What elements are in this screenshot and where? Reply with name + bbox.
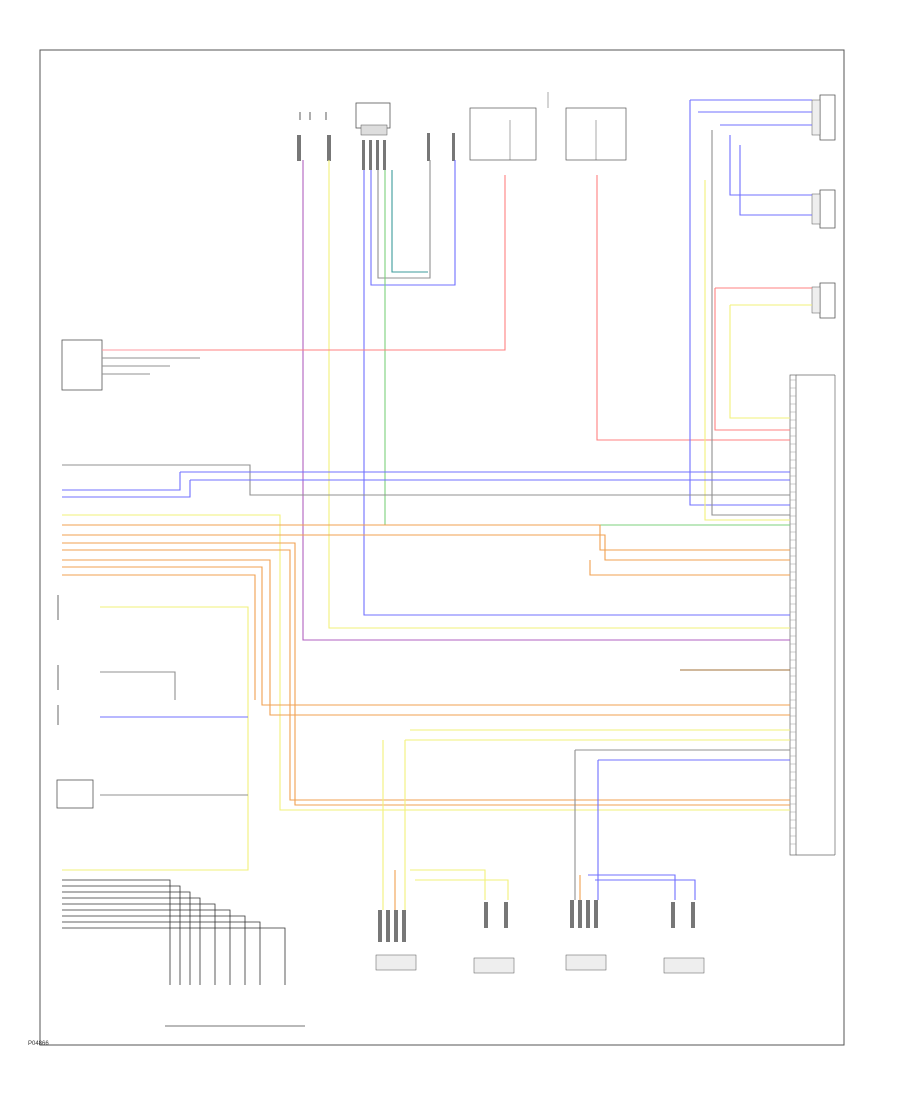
wire-yellow-sensor-3b [729,305,790,419]
wire-orange-h7 [62,574,256,700]
wire-orange-h6 [62,566,790,706]
wire-ground-7 [62,921,261,985]
relay-box-2 [565,107,627,161]
wire-ground-2 [62,891,191,985]
wire-ground-8 [62,927,286,985]
sensor-right-third [811,282,836,319]
wire-gray-loop [377,160,431,279]
wire-orange-h3 [62,542,790,806]
diagram-border [39,49,845,1046]
wire-ground-6 [62,915,246,985]
connector-pin [327,135,331,161]
wire-blue-sensor-1b [689,100,790,506]
wire-teal-loop [391,170,428,273]
pin-marks [790,379,796,845]
wire-ground-5 [62,909,231,985]
wire-yellow-sensor [704,180,790,521]
bottom-sensor-2 [473,902,515,974]
wire-orange-h1 [62,524,790,551]
wire-gray-left [100,671,176,700]
wire-blue-sensor-4 [729,135,812,196]
wire-blue-main [363,170,790,616]
left-component-box [56,779,94,809]
sensor-right-second [811,189,836,229]
wire-yellow-main [328,160,790,629]
wire-blue-b2 [595,879,696,900]
top-component-left [297,112,331,161]
wire-gray-sensor [711,130,790,516]
wire-blue-b3 [588,874,676,900]
wire-ground-3 [62,897,201,985]
wire-ground-1 [62,885,181,985]
wire-yellow-left [62,606,249,871]
wire-ground-0 [62,879,171,985]
wire-red-sensor-3b [714,288,790,431]
figure-id: P04866 [28,1041,49,1047]
wire-blue-sensor-5 [739,145,812,216]
left-component-top [61,339,103,391]
wire-layer [62,99,812,985]
wire-violet-main [302,160,790,641]
wire-orange-h5 [62,559,790,716]
wire-yellow-b3 [410,869,486,900]
top-component-right [427,133,455,161]
wire-red-right [596,175,790,441]
wire-yellow-b4 [415,879,509,900]
wire-blue-h1b [62,472,181,491]
connector-pin [297,135,301,161]
wire-yellow-h [62,514,790,811]
wire-orange-h2 [62,534,790,561]
wire-ground-4 [62,903,216,985]
bottom-sensor-1 [375,910,417,971]
wire-orange-h8 [589,560,790,576]
sensor-right-top [811,94,836,141]
wire-blue-loop [370,160,456,286]
wire-orange-h4 [62,549,790,801]
wire-red-relay [110,175,506,351]
relay-box-1 [469,92,549,161]
wire-blue-h2b [62,480,191,498]
bottom-sensor-3 [565,900,607,971]
main-connector-right [789,374,836,856]
top-component-mid [355,102,391,170]
bottom-sensor-4 [663,902,705,974]
